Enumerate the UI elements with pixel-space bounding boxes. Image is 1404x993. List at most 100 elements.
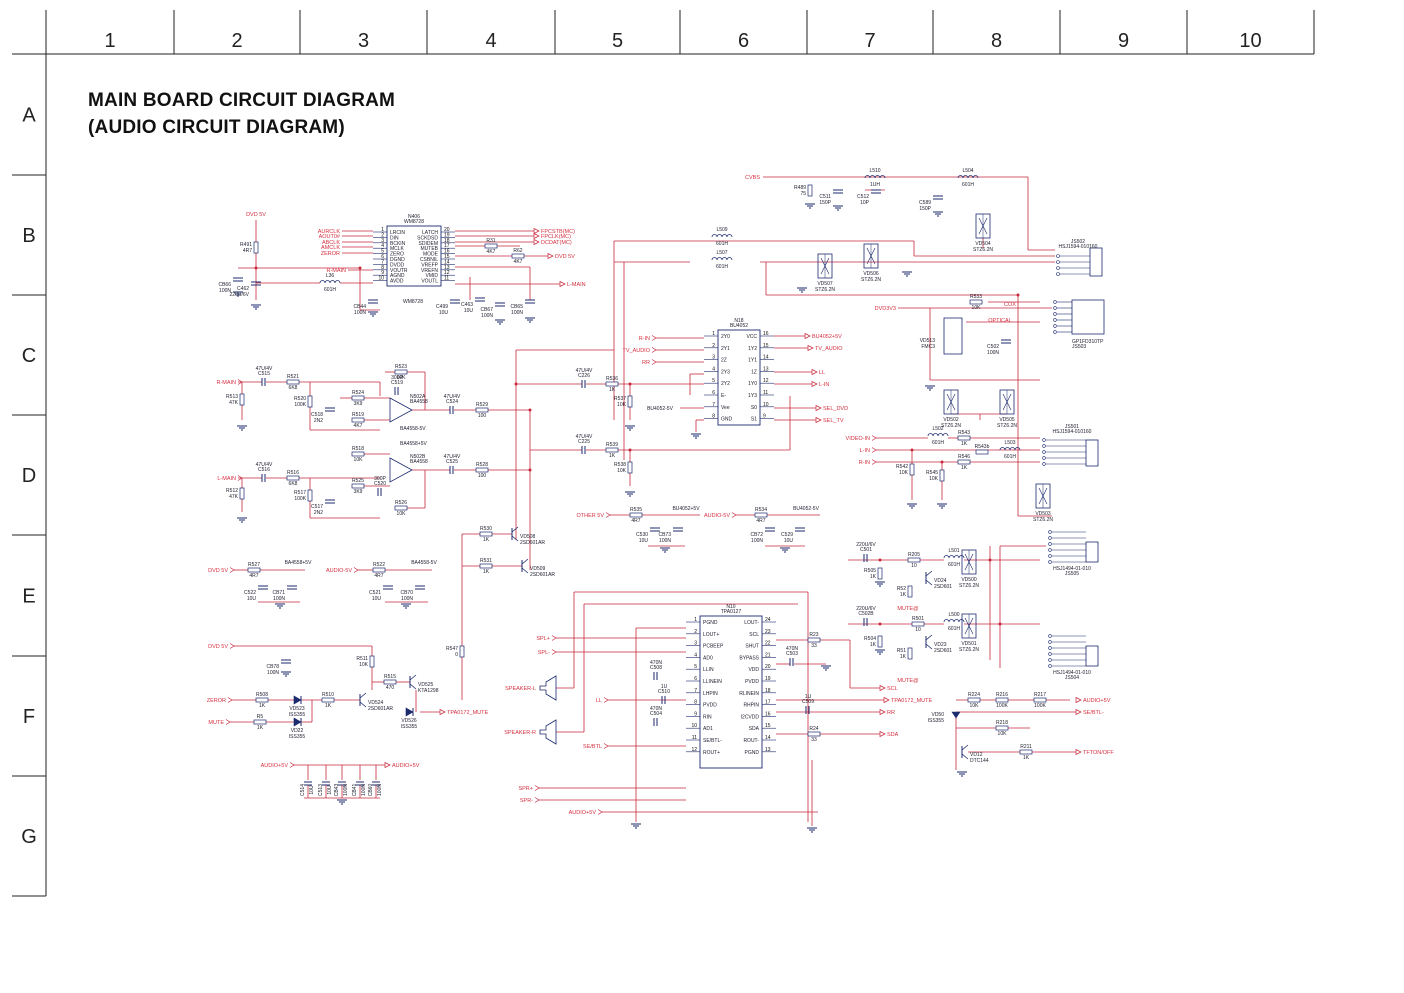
- net-label-dcdat: DCDAT(MC): [541, 240, 572, 246]
- resistor-value: 1K: [961, 441, 968, 447]
- resistor: [909, 463, 915, 476]
- net-label-mute: MUTE: [208, 720, 224, 726]
- ic-pin-number: 5: [381, 249, 384, 255]
- net-label-fpcstb: FPCSTB(MC): [541, 229, 575, 235]
- opamp-value: BA4558: [410, 399, 428, 405]
- ic-n18: [717, 329, 761, 426]
- cap-value: 300P: [374, 476, 386, 482]
- ic-pin-name: E-: [721, 393, 726, 399]
- label-layer: N406WM8728LRCIN1DIN2BCKIN3MCLK4ZERO5DGND…: [207, 168, 1115, 816]
- diode-vd50: [951, 711, 961, 719]
- resistor-value: 1K: [483, 537, 490, 543]
- resistor-value: 6K8: [289, 481, 298, 487]
- ic-ref: N406: [408, 214, 420, 220]
- wire: [521, 558, 529, 565]
- inductor-value: 601H: [716, 264, 728, 270]
- diode-value: ISS355: [401, 724, 418, 730]
- port-arrow: [879, 684, 886, 692]
- resistor-value: 100K: [1034, 703, 1046, 709]
- net-label-mute_e2: MUTE@: [897, 678, 919, 684]
- resistor-ref: R510: [322, 692, 334, 698]
- resistor-ref: R24: [809, 726, 818, 732]
- resistor-value: 47K: [229, 494, 239, 500]
- port-arrow: [237, 379, 243, 385]
- cap-ref: C225: [578, 439, 590, 445]
- net-label-lin_d: L-IN: [860, 448, 870, 454]
- net-label-abclk: ABCLK: [322, 240, 340, 246]
- ic-pin-number: 14: [444, 259, 450, 265]
- grid-column-label: 1: [104, 30, 115, 52]
- ic-pin-number: 11: [444, 276, 449, 282]
- cap-value: 10U: [784, 538, 794, 544]
- ic-pin-name: VCC: [746, 334, 757, 340]
- junction-dot: [514, 382, 518, 386]
- resistor-value: 100K: [996, 703, 1008, 709]
- ic-pin-number: 1: [712, 331, 715, 337]
- cap-ref: C525: [446, 459, 458, 465]
- cap-ref: C514: [300, 784, 306, 796]
- ic-pin-name: 1Y2: [748, 346, 757, 352]
- cap-ref: CB41: [352, 784, 358, 797]
- cap-ref: C520: [374, 481, 386, 487]
- grid-column-label: 2: [231, 30, 242, 52]
- ic-pin-number: 6: [712, 390, 715, 396]
- port-arrow: [731, 512, 737, 518]
- net-label-other5v: OTHER 5V: [576, 513, 604, 519]
- ic-pin-name: LOUT-: [744, 620, 759, 626]
- resistor: [1019, 749, 1033, 755]
- cap-ref: CB44: [353, 304, 366, 310]
- cap-ref: C512: [857, 194, 869, 200]
- cap-value: 2N2: [314, 510, 323, 516]
- net-label-speaker_r: SPEAKER-R: [504, 730, 536, 736]
- resistor: [807, 637, 821, 643]
- resistor: [807, 731, 821, 737]
- resistor-value: 1K: [609, 453, 616, 459]
- resistor-value: 3K9: [354, 489, 363, 495]
- resistor-ref: R217: [1034, 692, 1046, 698]
- ic-pin-name: DGND: [390, 257, 405, 263]
- ic-pin-number: 18: [444, 238, 450, 244]
- resistor-value: 1K: [325, 703, 332, 709]
- resistor: [877, 635, 883, 648]
- resistor-ref: R529: [476, 402, 488, 408]
- opamp: [389, 457, 413, 483]
- net-label-sel_tv: SEL_TV: [823, 418, 844, 424]
- resistor: [459, 645, 465, 658]
- resistor-value: 4R7: [243, 248, 252, 254]
- opamp: [389, 397, 413, 423]
- net-label-tpa_mute: TPA0172_MUTE: [891, 698, 932, 704]
- ic-pin-number: 18: [765, 688, 771, 694]
- resistor-ref: R5: [257, 714, 264, 720]
- ic-pin-number: 2: [712, 343, 715, 349]
- jack-pin: [1048, 530, 1052, 534]
- ic-pin-name: PVDD: [745, 679, 759, 685]
- jack-pin: [1056, 254, 1060, 258]
- diagram-title-line2: (AUDIO CIRCUIT DIAGRAM): [88, 117, 345, 138]
- ic-pin-name: 1Y0: [748, 381, 757, 387]
- junction-dot: [254, 266, 258, 270]
- ic-pin-number: 7: [712, 402, 715, 408]
- net-label-video_in: VIDEO-IN: [846, 436, 870, 442]
- resistor-ref: R531: [480, 558, 492, 564]
- resistor: [969, 299, 983, 305]
- inductor-value: 1UH: [870, 182, 880, 188]
- port-arrow: [227, 697, 233, 703]
- port-arrow: [811, 380, 818, 388]
- inductor-ref: L507: [716, 250, 727, 256]
- port-arrow: [533, 227, 540, 235]
- resistor-ref: R537: [614, 396, 626, 402]
- cap-value: 470N: [650, 660, 662, 666]
- net-label-mute_e1: MUTE@: [897, 606, 919, 612]
- wire: [359, 692, 367, 699]
- grid-row-label: G: [21, 826, 37, 848]
- cap-value: 220U/6V: [856, 542, 876, 548]
- port-arrow: [871, 459, 877, 465]
- cap-ref: C502B: [858, 611, 874, 617]
- junction-dot: [528, 468, 532, 472]
- ic-pin-number: 10: [378, 276, 384, 282]
- port-arrow: [1075, 708, 1082, 716]
- diode-ref: VD22: [291, 728, 304, 734]
- ic-pin-number: 2: [694, 629, 697, 635]
- inductor-value: 601H: [948, 626, 960, 632]
- resistor-value: 1K: [1023, 755, 1030, 761]
